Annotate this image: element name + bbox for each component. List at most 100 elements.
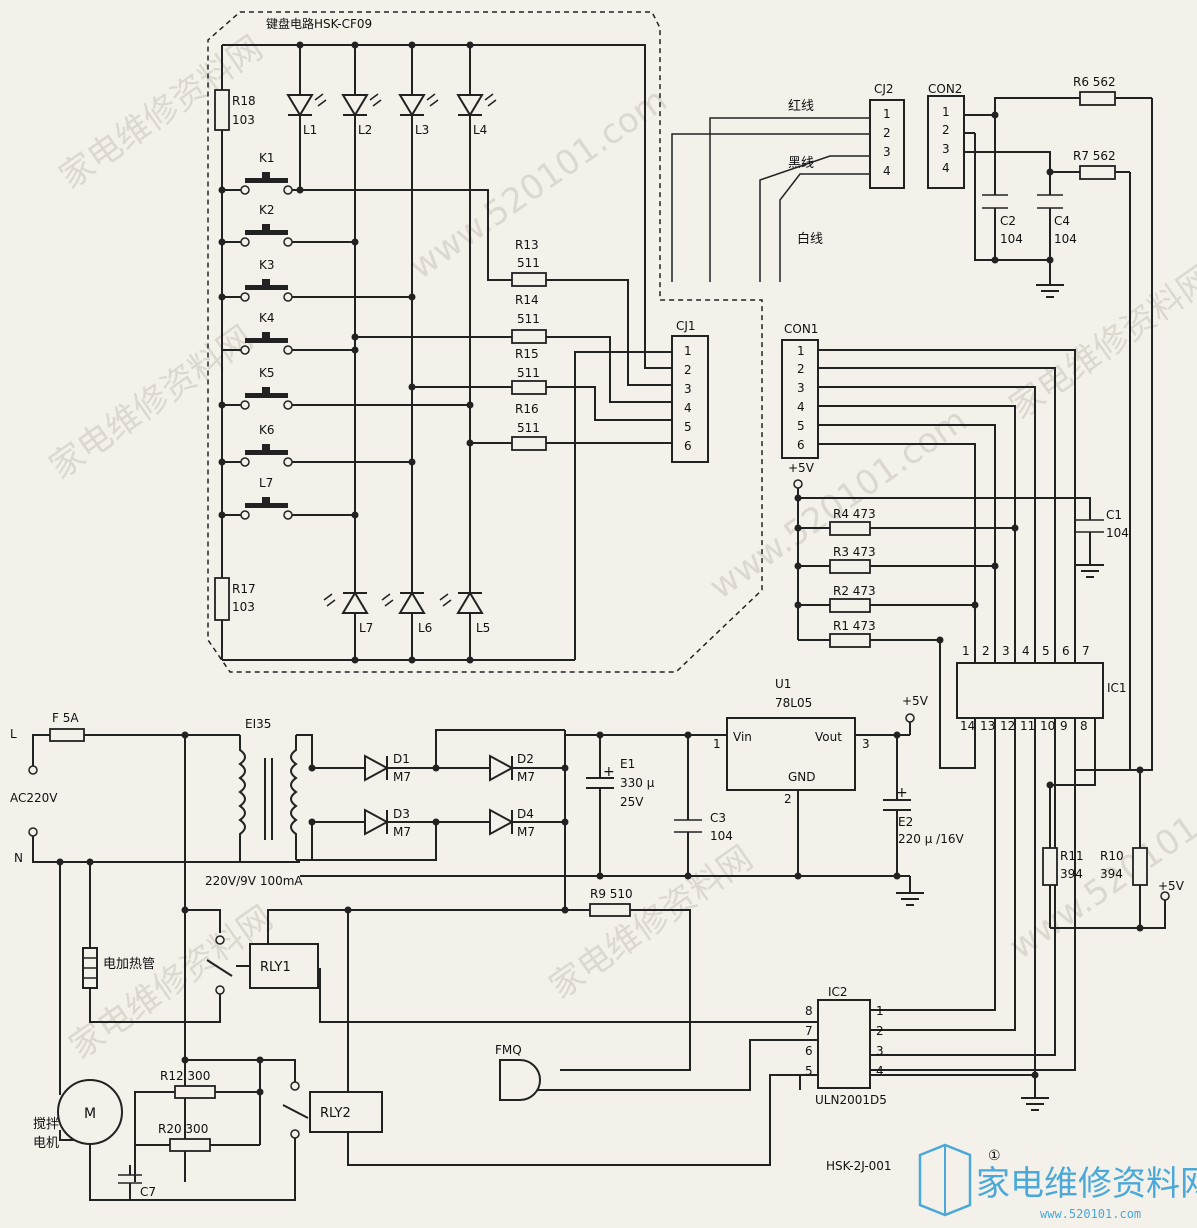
connector-con2: [927, 95, 965, 189]
d4-type: M7: [517, 825, 535, 839]
con2-pin: 2: [942, 123, 950, 137]
motor: [57, 1079, 123, 1145]
plus5v-label: +5V: [788, 461, 815, 475]
buzzer-fmq: [499, 1059, 541, 1101]
c1-label: C1: [1106, 508, 1122, 522]
cj1-pin: 3: [684, 382, 692, 396]
r16-value: 511: [517, 421, 540, 435]
ic1-pin: 1: [962, 644, 970, 658]
cj2-pin: 3: [883, 145, 891, 159]
e2-label: E2: [898, 815, 913, 829]
d2-label: D2: [517, 752, 534, 766]
r16-label: R16: [515, 402, 539, 416]
ic1-pin: 3: [1002, 644, 1010, 658]
r10-value: 394: [1100, 867, 1123, 881]
c4-label: C4: [1054, 214, 1070, 228]
r11-value: 394: [1060, 867, 1083, 881]
keyboard-resistors: [511, 272, 547, 451]
cj2-pin: 2: [883, 126, 891, 140]
ic2-part: ULN2001D5: [815, 1093, 887, 1107]
connector-con1: [781, 339, 819, 459]
ic1-pin: 14: [960, 719, 975, 733]
r14-value: 511: [517, 312, 540, 326]
r4-label: R4 473: [833, 507, 876, 521]
ic1-pin: 11: [1020, 719, 1035, 733]
con1-bus: [818, 349, 1076, 663]
watermark: 家电维修资料网: [542, 838, 760, 1007]
r17-label: R17: [232, 582, 256, 596]
bridge-rectifier: [308, 729, 569, 912]
e1-label: E1: [620, 757, 635, 771]
r3-label: R3 473: [833, 545, 876, 559]
motor-label-1: 搅拌: [33, 1116, 59, 1132]
r15-value: 511: [517, 366, 540, 380]
u1-part: 78L05: [775, 696, 812, 710]
figure-number: ①: [988, 1148, 1001, 1164]
d1-type: M7: [393, 770, 411, 784]
r6-label: R6 562: [1073, 75, 1116, 89]
ic2-pin: 1: [876, 1004, 884, 1018]
connector-cj1: [671, 335, 709, 463]
led-l3-label: L3: [415, 123, 429, 137]
key-k4-label: K4: [259, 311, 275, 325]
resistor-r10: [1132, 847, 1148, 886]
motor-label-2: 电机: [33, 1136, 59, 1151]
resistor-r18: [214, 89, 230, 131]
c2-value: 104: [1000, 232, 1023, 246]
key-k7-label: L7: [259, 476, 273, 490]
transformer-spec: 220V/9V 100mA: [205, 874, 303, 888]
con1-pin: 5: [797, 419, 805, 433]
r9-label: R9 510: [590, 887, 633, 901]
d2-type: M7: [517, 770, 535, 784]
ic1-pin: 8: [1080, 719, 1088, 733]
c7-label: C7: [140, 1185, 156, 1199]
resistor-r16: [511, 436, 547, 451]
r14-label: R14: [515, 293, 539, 307]
r13-value: 511: [517, 256, 540, 270]
leds-top: [286, 93, 497, 117]
keyboard-junctions: [218, 41, 474, 664]
ac-l-label: L: [10, 727, 17, 741]
keyboard-board-outline: [207, 11, 763, 673]
ac-n-label: N: [14, 851, 23, 865]
c2-label: C2: [1000, 214, 1016, 228]
ac-input: [28, 728, 300, 866]
led-l2-label: L2: [358, 123, 372, 137]
con2-label: CON2: [928, 82, 962, 96]
u1-pin1: 1: [713, 737, 721, 751]
cj1-label: CJ1: [676, 319, 696, 333]
u1-vout: Vout: [815, 730, 842, 744]
r17-value: 103: [232, 600, 255, 614]
r15-label: R15: [515, 347, 539, 361]
ic1-outputs: [870, 718, 1170, 1075]
u1-pin2: 2: [784, 792, 792, 806]
ac-voltage-label: AC220V: [10, 791, 58, 805]
ic1-pin: 4: [1022, 644, 1030, 658]
u1-gnd: GND: [788, 770, 816, 784]
d1-label: D1: [393, 752, 410, 766]
wire-white-label: 白线: [797, 231, 823, 247]
watermark: 家电维修资料网: [1002, 258, 1197, 427]
ic1-pin: 5: [1042, 644, 1050, 658]
cj1-pin: 5: [684, 420, 692, 434]
plus5v-label-3: +5V: [902, 694, 929, 708]
site-logo: 家电维修资料网 www.520101.com: [918, 1143, 1197, 1221]
ic1-pin: 12: [1000, 719, 1015, 733]
con2-circuit: [964, 97, 1153, 771]
rly2-label: RLY2: [320, 1106, 351, 1121]
resistor-r1: [829, 633, 871, 648]
con1-pin: 1: [797, 344, 805, 358]
con1-pin: 4: [797, 400, 805, 414]
key-k3-label: K3: [259, 258, 275, 272]
resistor-r3: [829, 559, 871, 574]
led-l6-label: L6: [418, 621, 432, 635]
e1-voltage: 25V: [620, 795, 644, 809]
regulator-u1: [726, 717, 856, 791]
ic1-pin: 9: [1060, 719, 1068, 733]
c1-value: 104: [1106, 526, 1129, 540]
c3-value: 104: [710, 829, 733, 843]
sensor-wires: [671, 117, 870, 282]
r1-label: R1 473: [833, 619, 876, 633]
resistor-r2: [829, 598, 871, 613]
